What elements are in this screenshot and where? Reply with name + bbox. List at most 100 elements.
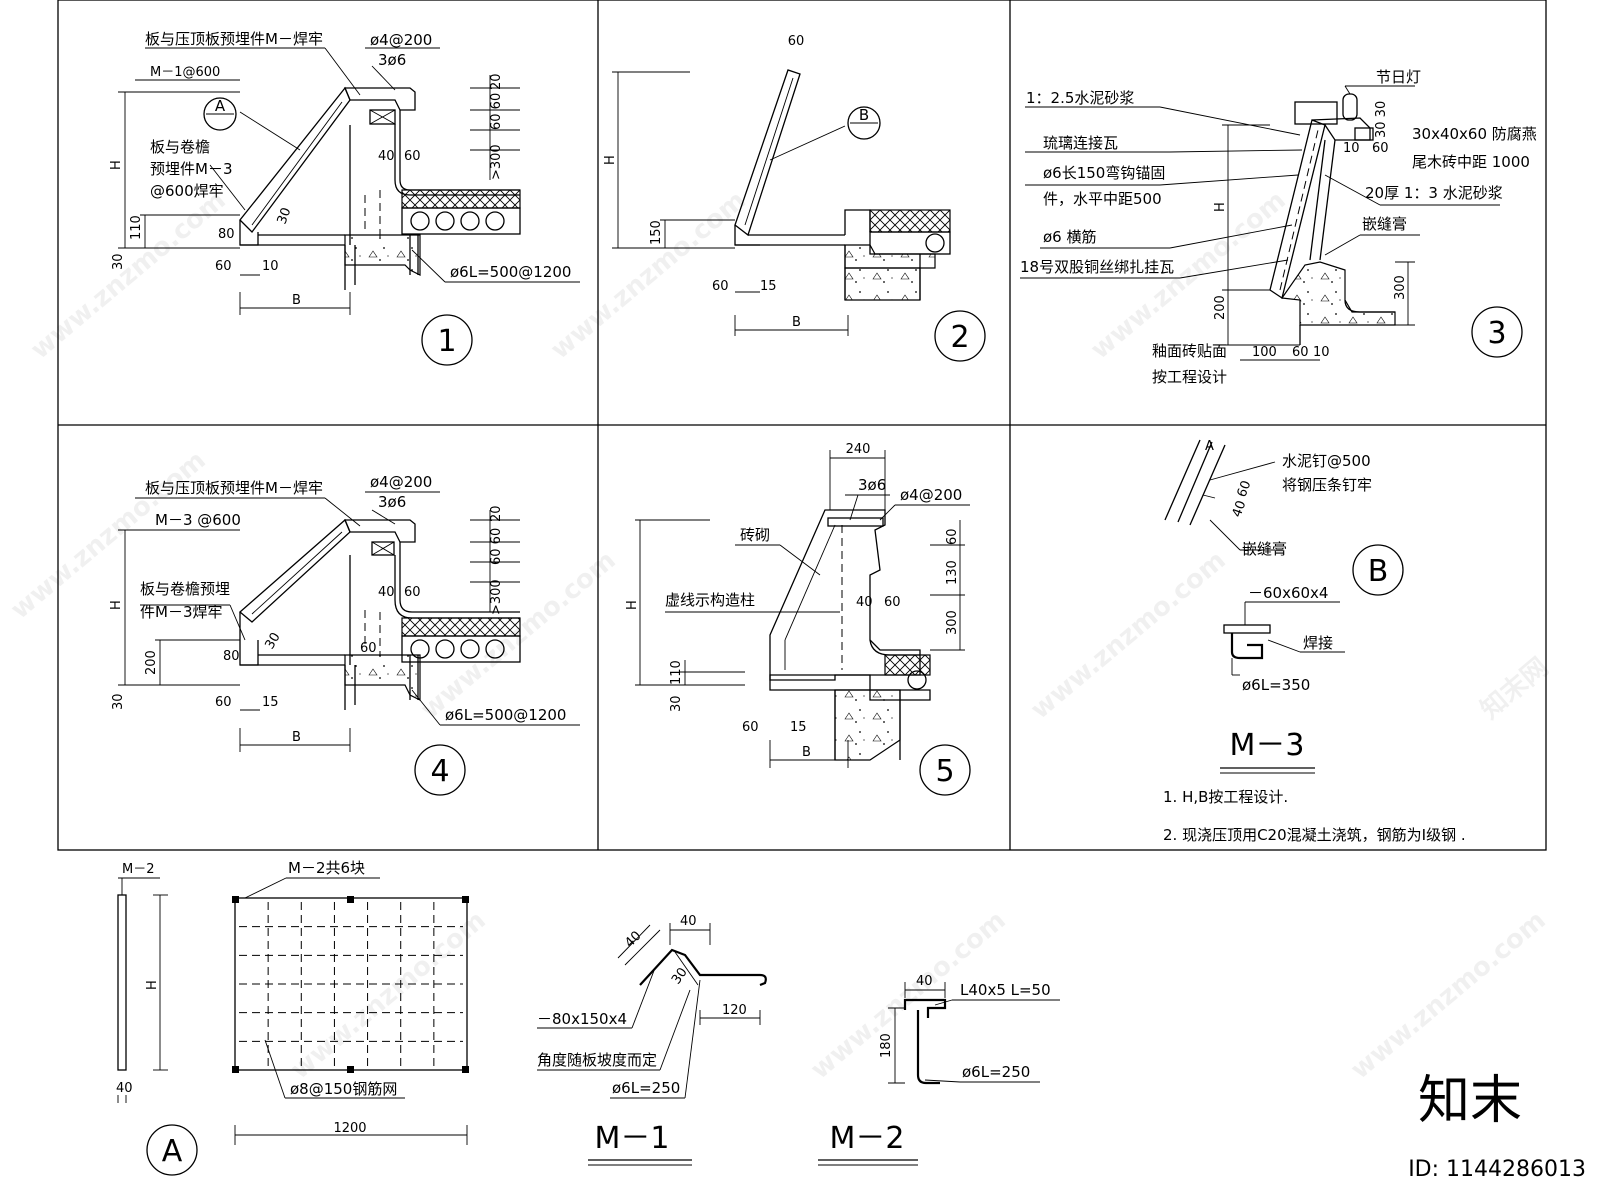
- note-2: 2. 现浇压顶用C20混凝土浇筑，钢筋为Ⅰ级钢 .: [1163, 826, 1466, 844]
- detail-4-dim-60b: 60: [404, 585, 421, 600]
- detail-1-dim-110: 110: [129, 215, 144, 240]
- detail-5-dim-b: B: [802, 745, 811, 760]
- detail-3-label-sealant: 嵌缝膏: [1362, 215, 1407, 233]
- detail-4-rebar-3: 3ø6: [378, 493, 406, 511]
- detail-4-dim-b: B: [292, 730, 301, 745]
- detail-5-dim-60: 60: [742, 720, 759, 735]
- detail-3-label-tile-facing: 釉面砖贴面: [1152, 342, 1227, 360]
- detail-4-anchor: ø6L=500@1200: [445, 706, 566, 724]
- watermark-id: ID: 1144286013: [1408, 1157, 1586, 1182]
- detail-4-number: 4: [430, 754, 449, 789]
- m2plate-bubble-letter: A: [162, 1134, 183, 1169]
- detail-4-dim-40: 40: [378, 585, 395, 600]
- detail-1-dim-40: 40: [378, 149, 395, 164]
- detail-5-dim-60b: 60: [884, 595, 901, 610]
- detail-4-leader-m3: M－3 @600: [155, 511, 241, 529]
- detail-3-label-wood-brick-2: 尾木砖中距 1000: [1412, 153, 1530, 171]
- detail-1-number-circle: [421, 314, 473, 366]
- detail-1-rebar-3: 3ø6: [378, 51, 406, 69]
- detail-3-dim-10: 10: [1343, 141, 1360, 156]
- m1-dim-120: 120: [722, 1003, 747, 1018]
- detail-5-dim-60c: 60: [945, 528, 960, 545]
- watermarks: www.znzmo.com www.znzmo.com www.znzmo.co…: [5, 185, 1586, 1182]
- detail-5-dim-300: 300: [945, 610, 960, 635]
- m3-anchor-label: ø6L=350: [1242, 676, 1310, 694]
- m3-detail: －60x60x4 焊接 ø6L=350 M－3: [1220, 584, 1345, 774]
- sheet-frame: [57, 0, 1547, 851]
- detail-3-label-wood-brick-1: 30x40x60 防腐燕: [1412, 125, 1537, 143]
- m1-dim-40a: 40: [622, 929, 644, 951]
- detail-4-dim-80: 80: [223, 649, 240, 664]
- watermark-site-4: www.znzmo.com: [5, 445, 211, 625]
- detail-1: A 板与压顶板预埋件M－焊牢 M－1@600 板与卷檐 预埋件M－3 @600焊…: [109, 30, 580, 366]
- detail-B-bubble-letter: B: [1368, 554, 1389, 589]
- m2plate-bubble: [146, 1124, 198, 1176]
- detail-4-number-circle: [414, 744, 466, 796]
- detail-B-bubble: [1352, 544, 1404, 596]
- m2plate-mesh-grid: [239, 902, 463, 1066]
- detail-3-label-glazed-tile: 琉璃连接瓦: [1043, 134, 1118, 152]
- detail-5-dim-15: 15: [790, 720, 807, 735]
- detail-3-label-mortar-20: 20厚 1：3 水泥砂浆: [1365, 184, 1503, 202]
- watermark-site-7: www.znzmo.com: [285, 905, 491, 1085]
- detail-5-number: 5: [935, 754, 954, 789]
- detail-5-label-dashed-column: 虚线示构造柱: [665, 591, 755, 609]
- detail-5-dim-30: 30: [669, 695, 684, 712]
- detail-1-leader-left-3: @600焊牢: [150, 182, 224, 200]
- detail-3-label-copper-wire: 18号双股铜丝绑扎挂瓦: [1020, 258, 1174, 276]
- detail-1-dim-h: H: [109, 160, 124, 170]
- m2plate-side-label: M－2: [122, 862, 155, 877]
- detail-2-number-circle: [934, 310, 986, 362]
- detail-B-label-press-strip: 将钢压条钉牢: [1282, 476, 1372, 494]
- detail-1-dim-300: >300: [489, 144, 504, 180]
- detail-3-label-mortar: 1：2.5水泥砂浆: [1026, 89, 1134, 107]
- m2-title: M－2: [830, 1121, 905, 1156]
- detail-2-top-dim: 60: [788, 34, 805, 49]
- detail-2-dim-h: H: [603, 155, 618, 165]
- detail-5-dim-110: 110: [669, 660, 684, 685]
- detail-4-leader-left-1: 板与卷檐预埋: [140, 580, 230, 598]
- detail-2-number: 2: [950, 320, 969, 355]
- watermark-site-9: www.znzmo.com: [1345, 905, 1551, 1085]
- m3-weld-label: 焊接: [1303, 634, 1333, 652]
- detail-1-leader-left-2: 预埋件M－3: [150, 160, 233, 178]
- detail-4-dim-300: >300: [489, 579, 504, 615]
- detail-1-dim-10: 10: [262, 259, 279, 274]
- detail-3-dim-h: H: [1213, 202, 1228, 212]
- detail-2-dim-150: 150: [649, 220, 664, 245]
- detail-B: A 水泥钉@500 将钢压条钉牢 60 40 嵌缝膏 B: [1164, 439, 1404, 596]
- m1-angle-label: 角度随板坡度而定: [537, 1051, 657, 1069]
- detail-4-dim-6060: 60 60: [489, 528, 504, 565]
- detail-3-label-cross-bar: ø6 横筋: [1043, 228, 1097, 246]
- detail-5-dim-h: H: [625, 600, 640, 610]
- detail-4-leader-left-2: 件M－3焊牢: [140, 603, 223, 621]
- detail-1-leader-m1: M－1@600: [150, 65, 220, 80]
- detail-1-leader-top: 板与压顶板预埋件M－焊牢: [145, 30, 323, 48]
- detail-1-rebar-top: ø4@200: [370, 31, 432, 49]
- watermark-logo: 知末: [1418, 1071, 1522, 1131]
- general-notes: 1. H,B按工程设计. 2. 现浇压顶用C20混凝土浇筑，钢筋为Ⅰ级钢 .: [1163, 788, 1466, 844]
- detail-5-number-circle: [919, 744, 971, 796]
- detail-5-rebar-top: ø4@200: [900, 486, 962, 504]
- detail-1-dim-60b: 60: [404, 149, 421, 164]
- detail-3-number: 3: [1487, 316, 1506, 351]
- detail-4: 板与压顶板预埋件M－焊牢 M－3 @600 板与卷檐预埋 件M－3焊牢 ø4@2…: [109, 473, 580, 796]
- detail-2-dim-15: 15: [760, 279, 777, 294]
- detail-3-dim-60: 60: [1372, 141, 1389, 156]
- detail-1-leader-left-1: 板与卷檐: [150, 138, 210, 156]
- detail-4-dim-30: 30: [111, 693, 126, 710]
- detail-3-dim-3030: 30 30: [1374, 101, 1389, 138]
- detail-B-dim-60: 60: [1235, 479, 1255, 500]
- detail-1-number: 1: [437, 324, 456, 359]
- note-1: 1. H,B按工程设计.: [1163, 788, 1288, 806]
- detail-3-label-anchor-a: ø6长150弯钩锚固: [1043, 164, 1165, 182]
- detail-1-anchor: ø6L=500@1200: [450, 263, 571, 281]
- detail-4-dim-h: H: [109, 600, 124, 610]
- detail-B-label-sealant: 嵌缝膏: [1242, 540, 1287, 558]
- detail-1-bubble-letter: A: [215, 97, 226, 115]
- m2plate-dim-1200: 1200: [333, 1121, 366, 1136]
- detail-4-leader-top: 板与压顶板预埋件M－焊牢: [145, 479, 323, 497]
- detail-B-dim-40: 40: [1230, 499, 1250, 520]
- m2-plate-detail: M－2 40 H M－2共6块 ø8@150钢筋网 1200 A: [116, 859, 469, 1176]
